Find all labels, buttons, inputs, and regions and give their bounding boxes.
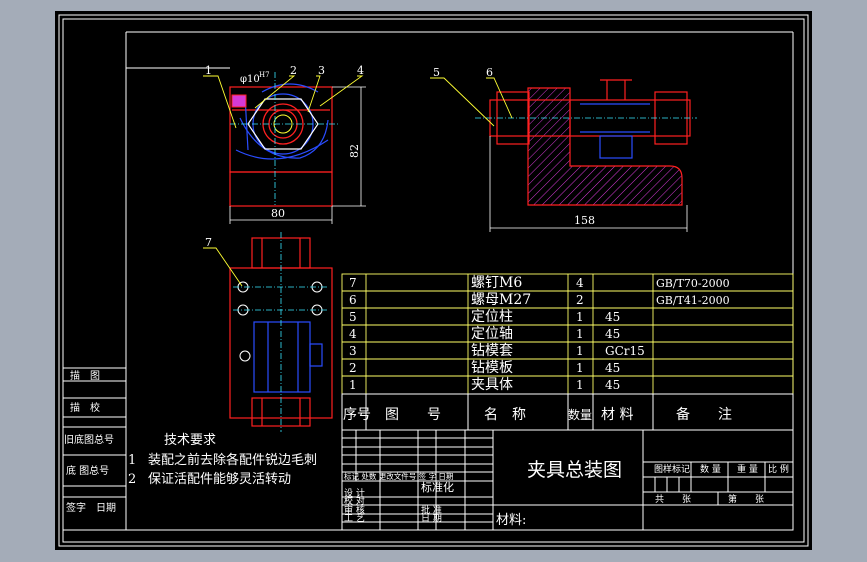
bom-cell-seq: 5 — [349, 310, 357, 324]
title-material-label: 材料: — [496, 513, 526, 528]
title-date: 日 期 — [421, 513, 442, 524]
balloon-3: 3 — [318, 64, 325, 77]
title-standard: 标准化 — [421, 480, 454, 494]
tech-req-1-num: 1 — [128, 453, 136, 468]
bom-header: 序号 图 号 名 称 数量 材 料 备 注 — [343, 406, 732, 423]
bom-header-name: 名 称 — [484, 407, 526, 423]
title-review: 审 核 — [344, 504, 365, 516]
bom-header-code: 图 号 — [385, 407, 441, 423]
bom-cell-qty: 1 — [576, 378, 584, 392]
tech-req-title: 技术要求 — [164, 433, 216, 448]
dim-width-158: 158 — [574, 214, 595, 227]
side-block — [62, 367, 127, 531]
bom-cell-name: 钻模板 — [471, 360, 513, 376]
bom-cell-name: 夹具体 — [471, 377, 513, 393]
balloon-1: 1 — [205, 64, 212, 77]
side-label-old-no: 旧底图总号 — [64, 433, 114, 446]
dim-hole-dia: φ10 — [240, 74, 260, 85]
title-design: 设 计 — [344, 487, 365, 499]
view-bottom-left: 7 — [203, 232, 333, 432]
bom-rows: 7 螺钉M6 4 GB/T70-2000 6 螺母M27 2 GB/T41-2000 5 定位柱 1… — [349, 275, 730, 393]
side-block-labels: 描 图 描 校 旧底图总号 底 图总号 签字 日期 — [64, 369, 116, 514]
title-approve: 批 准 — [421, 504, 442, 516]
bom-header-seq: 序号 — [343, 407, 371, 423]
title-stage-header: 图样标记 — [654, 463, 690, 475]
bom-cell-name: 定位轴 — [471, 326, 513, 342]
side-label-sign-date: 签字 日期 — [66, 501, 116, 514]
bom-cell-qty: 1 — [576, 327, 584, 341]
balloon-2: 2 — [290, 64, 297, 77]
view-top-right: 158 5 6 — [430, 66, 697, 232]
bom-cell-seq: 7 — [349, 276, 357, 290]
bom-cell-note: GB/T41-2000 — [656, 294, 730, 307]
title-block-grid — [341, 429, 794, 531]
title-block-text: 夹具总装图 材料: 标记 处数 更改文件号 签 字 日期 设 计 标准化 校 对… — [344, 459, 789, 528]
bom-cell-name: 螺母M27 — [471, 292, 531, 308]
title-drawing-name: 夹具总装图 — [527, 459, 622, 481]
bom-header-qty: 数量 — [568, 407, 592, 422]
bom-cell-seq: 6 — [349, 293, 357, 307]
drawing-sheet — [55, 11, 812, 550]
dim-width-80: 80 — [271, 207, 285, 220]
bom-cell-material: 45 — [605, 327, 620, 341]
bom-cell-material: 45 — [605, 378, 620, 392]
title-scale: 比 例 — [768, 463, 789, 475]
title-mass: 重 量 — [737, 463, 758, 475]
side-label-check: 描 校 — [70, 401, 100, 414]
title-sheet-no: 第 张 — [728, 493, 764, 505]
bom-cell-material: GCr15 — [605, 344, 645, 358]
bom-cell-name: 螺钉M6 — [471, 275, 522, 291]
tech-requirements: 技术要求 1 装配之前去除各配件锐边毛刺 2 保证活配件能够灵活转动 — [128, 433, 317, 487]
dim-hole-tolerance: H7 — [259, 71, 270, 79]
tech-req-2-text: 保证活配件能够灵活转动 — [148, 472, 291, 487]
balloon-7: 7 — [205, 236, 212, 249]
bom-cell-qty: 4 — [576, 276, 584, 290]
bom-cell-seq: 2 — [349, 361, 357, 375]
sheet-border-outer — [58, 14, 809, 547]
bom-cell-seq: 1 — [349, 378, 357, 392]
bom-cell-material: 45 — [605, 361, 620, 375]
bom-cell-note: GB/T70-2000 — [656, 277, 730, 290]
side-label-trace: 描 图 — [70, 369, 100, 382]
bom-cell-qty: 1 — [576, 344, 584, 358]
title-sheets-total: 共 张 — [655, 494, 691, 505]
bom-cell-qty: 2 — [576, 293, 584, 307]
bom-cell-name: 定位柱 — [471, 309, 513, 325]
bom-header-material: 材 料 — [601, 407, 633, 423]
bom-cell-material: 45 — [605, 310, 620, 324]
title-qty: 数 量 — [700, 463, 721, 475]
bom-cell-qty: 1 — [576, 310, 584, 324]
title-rev-header: 标记 处数 更改文件号 签 字 日期 — [344, 471, 453, 481]
bom-cell-seq: 4 — [349, 327, 357, 341]
bom-header-note: 备 注 — [676, 406, 732, 423]
bom-cell-seq: 3 — [349, 344, 357, 358]
balloon-6: 6 — [486, 66, 493, 79]
title-process: 工 艺 — [344, 513, 365, 524]
balloon-4: 4 — [357, 64, 364, 77]
side-label-base-no: 底 图总号 — [66, 464, 109, 477]
sheet-border-inner — [62, 18, 805, 543]
view-top-left: 80 82 φ10 H7 1 2 3 4 — [203, 64, 366, 224]
tech-req-2-num: 2 — [128, 472, 136, 487]
dim-height-82: 82 — [348, 144, 361, 158]
balloon-5: 5 — [433, 66, 440, 79]
bom-cell-qty: 1 — [576, 361, 584, 375]
title-check: 校 对 — [344, 495, 365, 507]
bom-cell-name: 钻模套 — [471, 343, 513, 359]
tech-req-1-text: 装配之前去除各配件锐边毛刺 — [148, 452, 317, 468]
